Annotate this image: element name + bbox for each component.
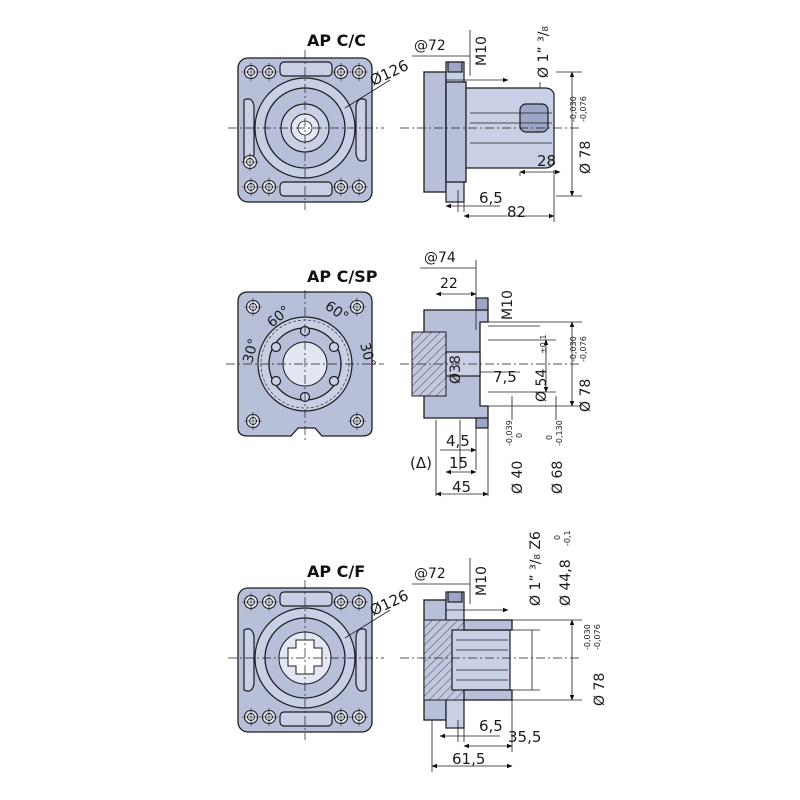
len-6-5-label: 6,5: [479, 189, 503, 207]
spline-bore-side: [451, 629, 511, 691]
tol-lower-label: -0,076: [579, 336, 588, 362]
right-slot: [355, 628, 367, 692]
dia-44-8-tol-lower-label: -0,1: [563, 530, 572, 546]
tol-upper-label: -0,030: [583, 624, 592, 650]
len-7-5-label: 7,5: [493, 368, 517, 386]
thread-m10-label: M10: [474, 36, 490, 66]
dia-40-tol-upper-label: -0,039: [505, 420, 514, 446]
view-cf-side: @72 M10 Ø 1” ³/₈ Z6 Ø 44,8 0 -0,1 Ø 78 -…: [400, 530, 608, 772]
bottom-slot: [279, 181, 333, 197]
pilot-78-label: Ø 78: [578, 141, 594, 174]
dia-44-8-label: Ø 44,8: [558, 559, 574, 606]
view-csp-title: AP C/SP: [307, 267, 378, 286]
spline-label: Ø 1” ³/₈ Z6: [528, 531, 544, 606]
mount-flange: [423, 71, 447, 193]
left-slot: [243, 98, 255, 162]
dia-44-8-tol-upper-label: 0: [553, 535, 562, 540]
dia-54-tol-label: ±0,1: [539, 335, 548, 354]
tol-lower-label: -0,076: [579, 96, 588, 122]
view-cf-title: AP C/F: [307, 562, 365, 581]
len-22-label: 22: [440, 276, 458, 292]
top-slot: [279, 61, 333, 77]
dia-40-tol-lower-label: 0: [515, 433, 524, 438]
view-cf-front: Ø126: [228, 580, 411, 740]
thread-m10-label: M10: [500, 290, 516, 320]
angle-30-left-label: 30°: [240, 337, 262, 365]
view-cc-side: @72 M10 Ø 1” ³/₈ Ø 78 -0,030 -0,076 28 6…: [400, 26, 594, 222]
body-step: [445, 81, 467, 183]
angle-30-right-label: 30°: [356, 341, 378, 369]
thread-m10-label: M10: [474, 566, 490, 596]
dia-54-label: Ø 54: [534, 369, 550, 402]
len-45-label: 45: [452, 478, 471, 496]
thread-boss: [447, 61, 463, 73]
bottom-slot: [279, 711, 333, 727]
view-cf: AP C/F Ø126: [228, 530, 608, 772]
dia-68-tol-lower-label: -0,130: [555, 420, 564, 446]
pitch-74-label: @74: [424, 250, 456, 266]
diameter-126-label: Ø126: [367, 586, 411, 619]
len-28-label: 28: [537, 152, 556, 170]
pilot-78-label: Ø 78: [578, 379, 594, 412]
thread-boss-bottom: [475, 417, 489, 429]
tol-upper-label: -0,030: [569, 96, 578, 122]
view-csp: AP C/SP 30° 60° 60° 30°: [226, 250, 594, 497]
right-slot: [355, 98, 367, 162]
len-61-5-label: 61,5: [452, 750, 485, 768]
pilot-78-label: Ø 78: [592, 673, 608, 706]
dia-68-label: Ø 68: [550, 461, 566, 494]
pitch-72-label: @72: [414, 566, 446, 582]
left-slot: [243, 628, 255, 692]
len-15-label: 15: [449, 454, 468, 472]
top-slot: [279, 591, 333, 607]
len-4-5-label: 4,5: [446, 432, 470, 450]
len-35-5-label: 35,5: [508, 728, 541, 746]
view-csp-side: @74 22 M10 Ø38 7,5 Ø 54 ±0,1 Ø 78 -0,030…: [400, 250, 594, 497]
view-csp-front: 30° 60° 60° 30°: [226, 290, 384, 440]
shaft-groove: [519, 103, 549, 133]
thread-boss: [475, 297, 489, 311]
shaft-diameter-label: Ø 1” ³/₈: [536, 26, 552, 78]
dia-40-label: Ø 40: [510, 461, 526, 494]
view-cc-title: AP C/C: [307, 31, 366, 50]
tol-lower-label: -0,076: [593, 624, 602, 650]
pitch-72-label: @72: [414, 38, 446, 54]
diameter-126-label: Ø126: [367, 56, 411, 89]
bore-38-label: Ø38: [448, 355, 464, 384]
delta-label: (Δ): [410, 454, 432, 472]
thread-boss: [447, 591, 463, 603]
view-cc: AP C/C Ø126: [228, 26, 594, 222]
view-cc-front: Ø126: [228, 50, 411, 210]
dia-68-tol-upper-label: 0: [545, 435, 554, 440]
len-6-5-label: 6,5: [479, 717, 503, 735]
len-82-label: 82: [507, 203, 526, 221]
tol-upper-label: -0,030: [569, 336, 578, 362]
